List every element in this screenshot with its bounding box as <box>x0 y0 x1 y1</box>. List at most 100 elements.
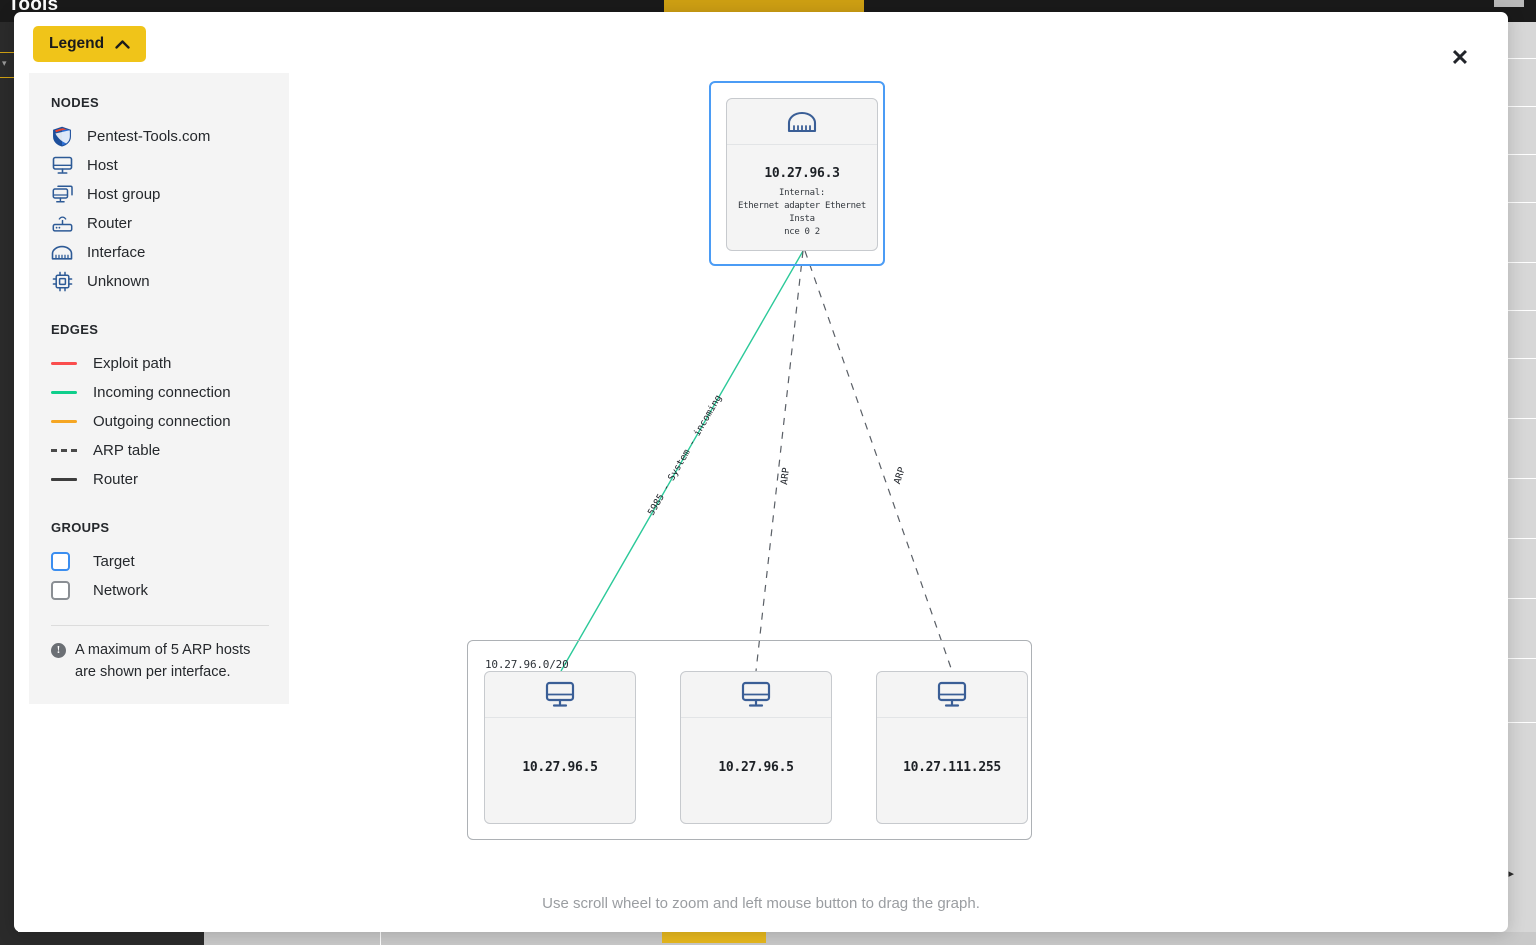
monitor-icon <box>877 672 1027 718</box>
interface-icon <box>51 242 73 264</box>
legend-note-text: A maximum of 5 ARP hosts are shown per i… <box>75 642 251 680</box>
node-interface[interactable]: 10.27.96.3 Internal: Ethernet adapter Et… <box>726 98 878 251</box>
group-target[interactable] <box>709 81 885 266</box>
legend-edges-title: EDGES <box>51 322 99 337</box>
edge-arp-2-line <box>804 250 953 672</box>
app-bottom-separator <box>380 932 381 945</box>
legend-node-host: Host <box>51 151 269 180</box>
network-graph-modal: ✕ 5985 - System - incoming ARP ARP 10.27… <box>14 12 1508 932</box>
table-row <box>1500 538 1536 539</box>
legend-edge-outgoing-connection: Outgoing connection <box>51 407 269 436</box>
info-icon: ! <box>51 643 66 658</box>
legend-group-label: Network <box>93 582 149 599</box>
legend-divider <box>51 625 269 626</box>
legend-edge-label: Incoming connection <box>93 384 231 401</box>
table-row <box>1500 418 1536 419</box>
table-row <box>1500 358 1536 359</box>
legend-group-label: Target <box>93 553 135 570</box>
chevron-down-icon: ▾ <box>2 58 7 68</box>
monitor-icon <box>51 155 73 177</box>
monitor-icon <box>485 672 635 718</box>
incoming-connection-swatch <box>51 391 79 394</box>
legend-node-host-group: Host group <box>51 180 269 209</box>
table-row <box>1500 658 1536 659</box>
legend-groups-title: GROUPS <box>51 520 110 535</box>
legend-edge-label: ARP table <box>93 442 161 459</box>
group-network[interactable] <box>467 640 1032 840</box>
legend-node-label: Router <box>87 215 133 232</box>
app-sidebar: ▾ <box>0 22 18 945</box>
legend-edge-router: Router <box>51 465 269 494</box>
target-group-swatch <box>51 552 79 571</box>
network-group-swatch <box>51 581 79 600</box>
chevron-up-icon <box>115 36 130 52</box>
legend-node-interface: Interface <box>51 238 269 267</box>
node-subtitle: Internal: Ethernet adapter Ethernet Inst… <box>738 188 866 238</box>
legend-edge-label: Outgoing connection <box>93 413 231 430</box>
legend-node-router: Router <box>51 209 269 238</box>
table-row <box>1500 106 1536 107</box>
sidebar-accent-line <box>0 52 18 53</box>
legend-edge-label: Exploit path <box>93 355 172 372</box>
legend-node-label: Host group <box>87 186 161 203</box>
interface-icon <box>727 99 877 145</box>
app-topbar-highlight <box>664 0 864 14</box>
table-row <box>1500 310 1536 311</box>
legend-node-pentest-tools: Pentest-Tools.com <box>51 122 269 151</box>
table-row <box>1500 722 1536 723</box>
legend-edge-incoming-connection: Incoming connection <box>51 378 269 407</box>
close-icon[interactable]: ✕ <box>1446 44 1474 72</box>
monitor-group-icon <box>51 184 73 206</box>
shield-icon <box>51 126 73 148</box>
legend-node-label: Pentest-Tools.com <box>87 128 211 145</box>
node-ip: 10.27.96.5 <box>522 760 598 775</box>
app-bottom-bar <box>0 932 1536 945</box>
group-network-label: 10.27.96.0/20 <box>485 658 569 671</box>
exploit-path-swatch <box>51 362 79 365</box>
legend-group-network: Network <box>51 576 269 605</box>
legend-node-label: Unknown <box>87 273 150 290</box>
table-row <box>1500 154 1536 155</box>
legend-toggle-label: Legend <box>49 35 105 52</box>
legend-node-label: Interface <box>87 244 146 261</box>
node-ip: 10.27.111.255 <box>903 760 1001 775</box>
table-row <box>1500 478 1536 479</box>
graph-hint-text: Use scroll wheel to zoom and left mouse … <box>542 895 980 912</box>
monitor-icon <box>681 672 831 718</box>
chevron-right-icon: ▸ <box>1508 868 1514 880</box>
app-topbar-control <box>1494 0 1524 7</box>
app-bottom-bar-left <box>0 932 204 945</box>
router-icon <box>51 213 73 235</box>
node-ip: 10.27.96.5 <box>718 760 794 775</box>
edge-arp-1-line <box>755 250 804 672</box>
node-host-2[interactable]: 10.27.96.5 <box>680 671 832 824</box>
table-row <box>1500 202 1536 203</box>
node-ip: 10.27.96.3 <box>764 166 840 181</box>
legend-toggle-button[interactable]: Legend <box>33 26 147 62</box>
graph-edges-layer <box>560 250 953 672</box>
chip-icon <box>51 271 73 293</box>
legend-node-label: Host <box>87 157 118 174</box>
legend-note: ! A maximum of 5 ARP hosts are shown per… <box>51 640 269 684</box>
legend-panel: NODES Pentest-Tools.com <box>29 73 289 704</box>
legend-edge-label: Router <box>93 471 139 488</box>
legend-edge-arp-table: ARP table <box>51 436 269 465</box>
sidebar-accent-line-2 <box>0 77 18 78</box>
legend-node-unknown: Unknown <box>51 267 269 296</box>
router-edge-swatch <box>51 478 79 481</box>
legend-edge-exploit-path: Exploit path <box>51 349 269 378</box>
app-bottom-action-button[interactable] <box>662 932 766 943</box>
table-row <box>1500 58 1536 59</box>
edge-label-arp-1: ARP <box>779 466 793 486</box>
legend-group-target: Target <box>51 547 269 576</box>
app-topbar-title: Tools <box>8 0 59 15</box>
network-graph-canvas[interactable]: 5985 - System - incoming ARP ARP 10.27.9… <box>14 12 1508 932</box>
table-row <box>1500 598 1536 599</box>
arp-table-swatch <box>51 449 79 452</box>
edge-incoming-line <box>560 250 804 672</box>
node-host-1[interactable]: 10.27.96.5 <box>484 671 636 824</box>
outgoing-connection-swatch <box>51 420 79 423</box>
legend-nodes-title: NODES <box>51 95 99 110</box>
table-row <box>1500 262 1536 263</box>
node-host-3[interactable]: 10.27.111.255 <box>876 671 1028 824</box>
